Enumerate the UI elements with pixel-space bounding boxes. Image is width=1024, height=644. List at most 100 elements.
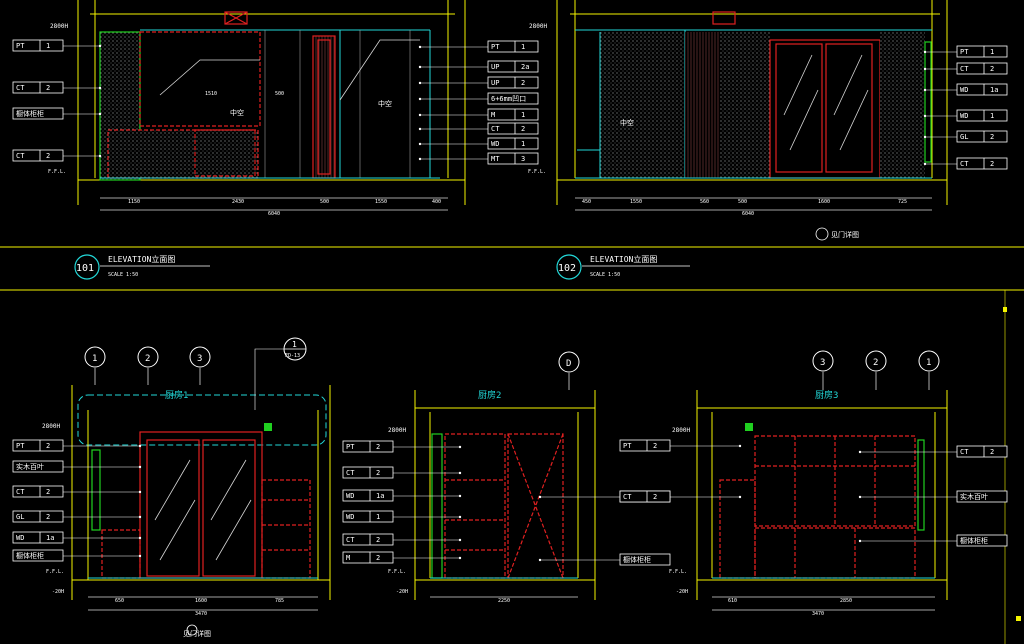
grid-label: 2 [145, 354, 150, 364]
dim-text: 400 [432, 199, 441, 205]
detail-callout: 1 FD-13 [254, 337, 307, 410]
tag-code: CT [960, 65, 969, 73]
elevation-kitchen-2: 厨房2 2250 2800H F.F.L. -20H [388, 389, 596, 604]
tag-code: GL [16, 513, 24, 521]
ffl-mark: F.F.L. [669, 569, 687, 575]
tag-code: MT [491, 155, 500, 163]
elevation-102: 450 1550 560 500 1600 725 6040 中空 2800H … [528, 0, 948, 241]
level-mark: 2800H [388, 427, 406, 434]
tag-code: WD [960, 112, 968, 120]
key-plan-marker: 见门详图 [815, 227, 859, 241]
tag-value: 1 [521, 43, 525, 51]
detail-code: FD-13 [285, 353, 300, 359]
material-tag: 橱体柜柜 [12, 107, 102, 120]
tag-code: CT [16, 152, 25, 160]
tag-code: WD [346, 492, 354, 500]
tag-code: WD [16, 534, 24, 542]
dim-text: 560 [700, 199, 709, 205]
grid-bubble: 3 [812, 350, 834, 390]
material-tag: 橱体柜柜 [858, 534, 1008, 547]
ffl-mark: F.F.L. [48, 169, 66, 175]
tag-code: 橱体柜柜 [623, 555, 651, 564]
tag-value: 2 [521, 125, 525, 133]
grid-bubble: 2 [865, 350, 887, 390]
key-plan-label: 见门详图 [831, 230, 859, 239]
dim-text: 450 [582, 199, 591, 205]
dim-text: 2250 [498, 598, 510, 604]
dim-total: 3470 [812, 611, 824, 617]
tag-code: GL [960, 133, 968, 141]
tag-code: WD [491, 140, 499, 148]
section-number: 101 [76, 263, 94, 274]
tag-value: 2 [46, 488, 50, 496]
elevation-kitchen-3: 厨房3 610 2850 3470 2800H F.F.L. -20H [669, 389, 948, 617]
level-mark: 2800H [50, 23, 68, 30]
room-name: 厨房1 [165, 389, 188, 401]
grid-bubbles: 1 2 3 D 3 2 1 [84, 346, 940, 390]
level-mark: 2800H [672, 427, 690, 434]
section-number: 102 [558, 263, 576, 274]
section-title: ELEVATION立面图 [590, 254, 657, 264]
tag-code: 实木百叶 [16, 462, 44, 471]
tag-value: 1 [521, 140, 525, 148]
tag-code: CT [346, 536, 355, 544]
section-title: ELEVATION立面图 [108, 254, 175, 264]
dim-text: 2430 [232, 199, 244, 205]
tag-code: CT [960, 160, 969, 168]
dim-text: 500 [275, 91, 284, 97]
tag-code: 橱体柜柜 [960, 536, 988, 545]
tag-value: 2 [376, 554, 380, 562]
tag-value: 2 [653, 493, 657, 501]
material-tag: WD 1 [418, 137, 539, 150]
ffl-mark: F.F.L. [388, 569, 406, 575]
tag-code: UP [491, 63, 499, 71]
material-tag: 橱体柜柜 [12, 549, 142, 562]
grid-bubble: 2 [137, 346, 159, 385]
tag-code: WD [960, 86, 968, 94]
tag-code: M [491, 111, 495, 119]
dim-total: 6040 [742, 211, 754, 217]
tag-code: PT [346, 443, 355, 451]
sheet-separators [0, 246, 1024, 644]
floor-level: -20H [52, 589, 64, 595]
tag-code: CT [346, 469, 355, 477]
elevation-101: 1150 2430 500 1550 400 6040 1510 500 中空 … [48, 0, 466, 217]
tag-value: 2 [990, 133, 994, 141]
tag-value: 2 [990, 65, 994, 73]
material-tag: CT 2 [923, 62, 1008, 75]
tag-code: 橱体柜柜 [16, 551, 44, 560]
tag-code: 实木百叶 [960, 492, 988, 501]
dim-text: 1600 [818, 199, 830, 205]
level-mark: 2800H [42, 423, 60, 430]
detail-num: 1 [292, 340, 297, 349]
tag-value: 1 [521, 111, 525, 119]
tag-value: 1 [990, 48, 994, 56]
dim-text: 1600 [195, 598, 207, 604]
index-mark: 中空 [230, 108, 244, 117]
room-name: 厨房3 [815, 389, 838, 401]
dim-text: 785 [275, 598, 284, 604]
elevation-kitchen-1: 厨房1 650 1600 785 3470 2800H F.F.L. -20H [42, 337, 331, 638]
dim-total: 6040 [268, 211, 280, 217]
tag-value: 2a [521, 63, 529, 71]
dim-text: 725 [898, 199, 907, 205]
dim-text: 1550 [375, 199, 387, 205]
tag-code: WD [346, 513, 354, 521]
material-tag: 实木百叶 [12, 460, 142, 473]
